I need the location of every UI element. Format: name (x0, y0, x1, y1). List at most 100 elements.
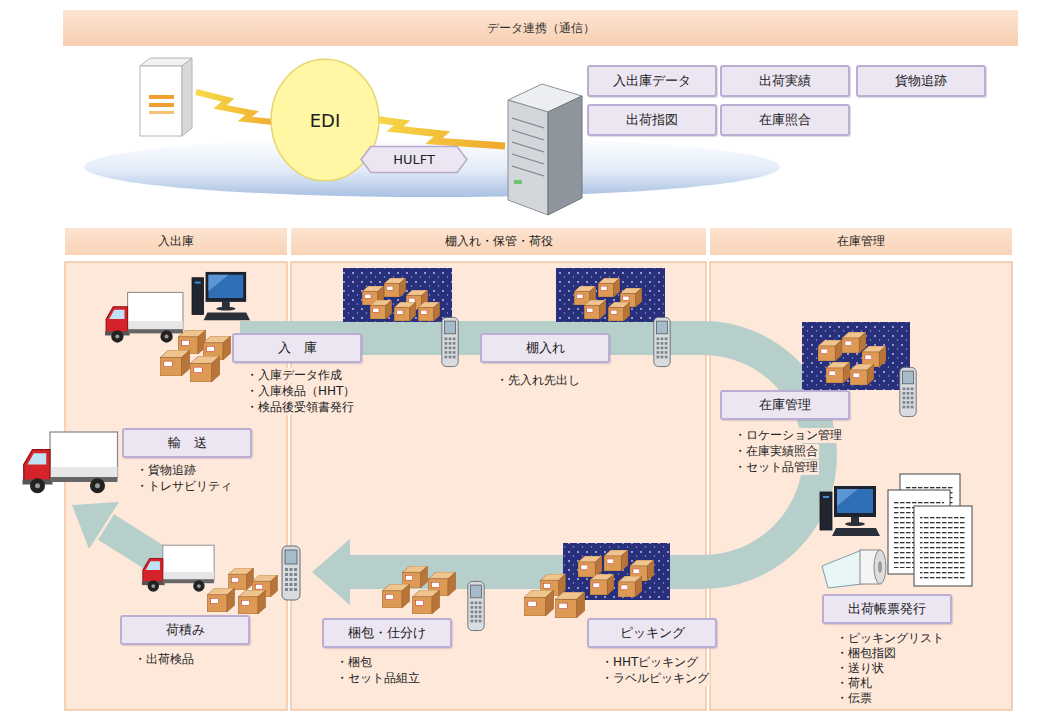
handheld-terminal-part (442, 317, 458, 366)
carton-stack-part (238, 590, 265, 614)
printed-forms (888, 474, 972, 586)
carton-stack-part (850, 364, 874, 385)
link-bolts-part (366, 118, 505, 146)
bullet-note: ・セット品管理 (733, 460, 819, 475)
label-roll-part (822, 550, 862, 588)
handheld-terminal-part (468, 581, 484, 630)
carton-stack-part (384, 278, 406, 297)
process-box: 出荷帳票発行 (822, 594, 952, 624)
client-server (140, 58, 192, 136)
node-text: 貨物追跡 (895, 72, 947, 90)
node-text: 入 庫 (278, 339, 317, 357)
carton-stack (160, 278, 886, 618)
printed-forms-part (920, 514, 966, 580)
tag-outline-shape (361, 147, 467, 173)
carton-stack-part (578, 556, 602, 577)
protocol-tag: HULFT (360, 146, 468, 173)
bullet-note: ・貨物追跡 (135, 463, 197, 478)
handheld-terminal-part (654, 317, 670, 366)
carton-stack-part (190, 356, 220, 382)
carton-stack-part (418, 302, 440, 321)
client-server-part (149, 95, 174, 99)
client-server-part (140, 66, 182, 136)
node-text: 在庫照合 (759, 111, 811, 129)
node-text: 入出庫データ (613, 72, 691, 90)
data-item-box: 貨物追跡 (856, 65, 986, 97)
host-server-part (508, 100, 548, 215)
carton-stack-part (584, 300, 606, 319)
carton-stack-part (590, 574, 614, 595)
delivery-truck-part (142, 545, 214, 592)
computer-part (820, 486, 880, 536)
carton-stack-part (160, 350, 190, 376)
bullet-note: ・検品後受領書発行 (245, 400, 355, 415)
carton-stack-part (207, 588, 234, 612)
node-text: データ連携（通信） (487, 20, 595, 37)
section-header: 在庫管理 (710, 228, 1012, 255)
section-header: 棚入れ・保管・荷役 (291, 228, 706, 255)
section-panels-part (710, 262, 1012, 710)
bullet-note: ・伝票 (835, 691, 873, 706)
client-server-part (149, 111, 174, 114)
warehouse-image-part (556, 268, 665, 322)
carton-stack-part (618, 576, 642, 597)
carton-stack-part (555, 592, 585, 618)
carton-stack-part (604, 550, 628, 571)
bullet-note: ・セット品組立 (335, 671, 421, 686)
node-text: ピッキング (620, 624, 685, 642)
delivery-truck (23, 292, 215, 591)
carton-stack-part (598, 278, 620, 297)
warehouse-image-part (343, 268, 452, 322)
bullet-note: ・荷札 (835, 676, 873, 691)
bullet-note: ・在庫実績照合 (733, 444, 819, 459)
carton-stack-part (370, 300, 392, 319)
warehouse-image-part (802, 322, 910, 390)
carton-stack-part (842, 332, 866, 353)
node-text: 棚入れ (526, 339, 565, 357)
node-text: 輸 送 (168, 434, 207, 452)
node-text: EDI (310, 110, 341, 131)
node-text: 在庫管理 (759, 396, 811, 414)
client-server-part (182, 58, 192, 136)
delivery-truck-part (105, 292, 183, 342)
node-text: 棚入れ・保管・荷役 (445, 233, 553, 250)
bullet-note: ・HHTピッキング (600, 655, 699, 670)
host-server-part (512, 118, 544, 176)
carton-stack-part (412, 590, 439, 614)
host-server-part (514, 180, 522, 184)
host-server-part (548, 96, 582, 215)
bullet-note: ・梱包 (335, 655, 373, 670)
handheld-terminal-part (900, 367, 916, 416)
data-item-box: 入出庫データ (587, 65, 717, 97)
handheld-terminal-part (282, 546, 300, 600)
node-text: 入出庫 (158, 233, 194, 250)
bullet-note: ・トレサビリティ (135, 479, 233, 494)
delivery-truck-part (23, 432, 118, 493)
computer (192, 272, 880, 536)
host-server-part-part (512, 118, 544, 128)
bullet-note: ・送り状 (835, 661, 885, 676)
node-text: 梱包・仕分け (348, 624, 426, 642)
label-roll (822, 550, 886, 588)
host-server-part-part (512, 154, 544, 164)
host-server-part-part (512, 142, 544, 152)
process-box: 輸 送 (122, 428, 252, 458)
bullet-note: ・ラベルピッキング (600, 671, 710, 686)
process-box: 入 庫 (232, 333, 362, 363)
carton-stack-part (608, 302, 630, 321)
section-column: 棚入れ・保管・荷役棚入れ梱包・仕分け ピッキング (291, 228, 706, 710)
carton-stack-part (818, 340, 842, 361)
carton-stack-part (228, 568, 253, 590)
data-item-box: 在庫照合 (720, 104, 850, 136)
computer-part (192, 272, 250, 320)
node-text: 在庫管理 (837, 233, 885, 250)
client-server-part (149, 103, 174, 107)
bullet-note: ・出荷検品 (133, 652, 195, 667)
data-item-box: 出荷実績 (720, 65, 850, 97)
process-box: 荷積み (120, 615, 250, 645)
node-text: 出荷指図 (626, 111, 678, 129)
label-roll-part (878, 561, 882, 573)
data-item-box: 出荷指図 (587, 104, 717, 136)
bullet-note: ・ロケーション管理 (733, 428, 843, 443)
